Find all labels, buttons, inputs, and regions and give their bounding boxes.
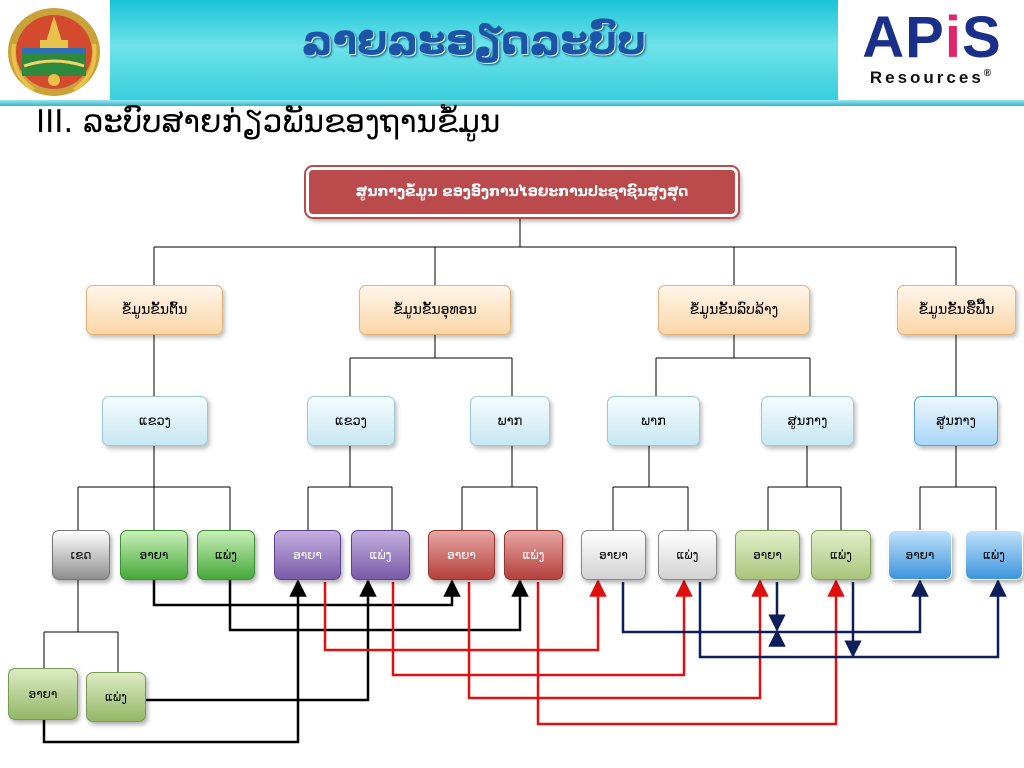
tree-connector-lines xyxy=(43,217,997,672)
header-divider xyxy=(0,100,1024,106)
level1-node-reopening: ຂໍ້ມູນຂັ້ນຮື້ຟື້ນ xyxy=(897,285,1016,335)
level3-node-civil-6: ແພ່ງ xyxy=(965,530,1023,580)
level3-node-criminal-6: ອາຍາ xyxy=(888,530,952,580)
level2-node-region-a: ພາກ xyxy=(470,396,550,446)
level3-node-criminal-2: ອາຍາ xyxy=(274,530,341,580)
title-banner: ລາຍລະອຽດລະບົບ xyxy=(110,0,838,101)
level2-node-province-a: ແຂວງ xyxy=(102,396,208,446)
brand-logo-subtitle: Resources® xyxy=(869,68,995,87)
level3-node-civil-3: ແພ່ງ xyxy=(504,530,563,580)
page-title: ລາຍລະອຽດລະບົບ xyxy=(301,18,647,64)
level2-node-central-b: ສູນກາງ xyxy=(914,396,998,446)
level2-node-province-b: ແຂວງ xyxy=(307,396,395,446)
brand-logo-wordmark: APiS xyxy=(862,5,1002,70)
navy-link-arrows xyxy=(621,579,1007,659)
level3-node-criminal-4: ອາຍາ xyxy=(581,530,646,580)
level3-node-civil-5: ແພ່ງ xyxy=(811,530,871,580)
black-link-arrows xyxy=(42,579,529,744)
level2-node-region-b: ພາກ xyxy=(607,396,700,446)
lao-national-emblem-icon xyxy=(4,4,104,98)
level3-node-civil-1: ແພ່ງ xyxy=(197,530,255,580)
section-heading: III. ລະບົບສາຍກ່ຽວພັນຂອງຖານຂໍ້ມູນ xyxy=(36,104,501,140)
level3-node-district: ເຂດ xyxy=(52,530,110,580)
level3-node-criminal-5: ອາຍາ xyxy=(735,530,800,580)
level3-node-criminal-1: ອາຍາ xyxy=(120,530,188,580)
brand-logo: APiS Resources® xyxy=(846,6,1018,96)
root-node-central-database: ສູນກາງຂໍ້ມູນ ຂອງອົງການໄອຍະການປະຊາຊົນສູງສ… xyxy=(306,167,738,217)
level2-node-central-a: ສູນກາງ xyxy=(761,396,854,446)
level3-node-civil-2: ແພ່ງ xyxy=(351,530,410,580)
level3-node-criminal-3: ອາຍາ xyxy=(428,530,495,580)
level4-node-criminal: ອາຍາ xyxy=(8,668,78,720)
red-link-arrows xyxy=(323,579,845,726)
level3-node-civil-4: ແພ່ງ xyxy=(658,530,717,580)
level4-node-civil: ແພ່ງ xyxy=(86,672,146,722)
level1-node-appeal: ຂໍ້ມູນຂັ້ນອຸທອນ xyxy=(359,285,511,335)
level1-node-cassation: ຂໍ້ມູນຂັ້ນລົບລ້າງ xyxy=(658,285,810,335)
level1-node-first-instance: ຂໍ້ມູນຂັ້ນຕົ້ນ xyxy=(86,285,223,335)
